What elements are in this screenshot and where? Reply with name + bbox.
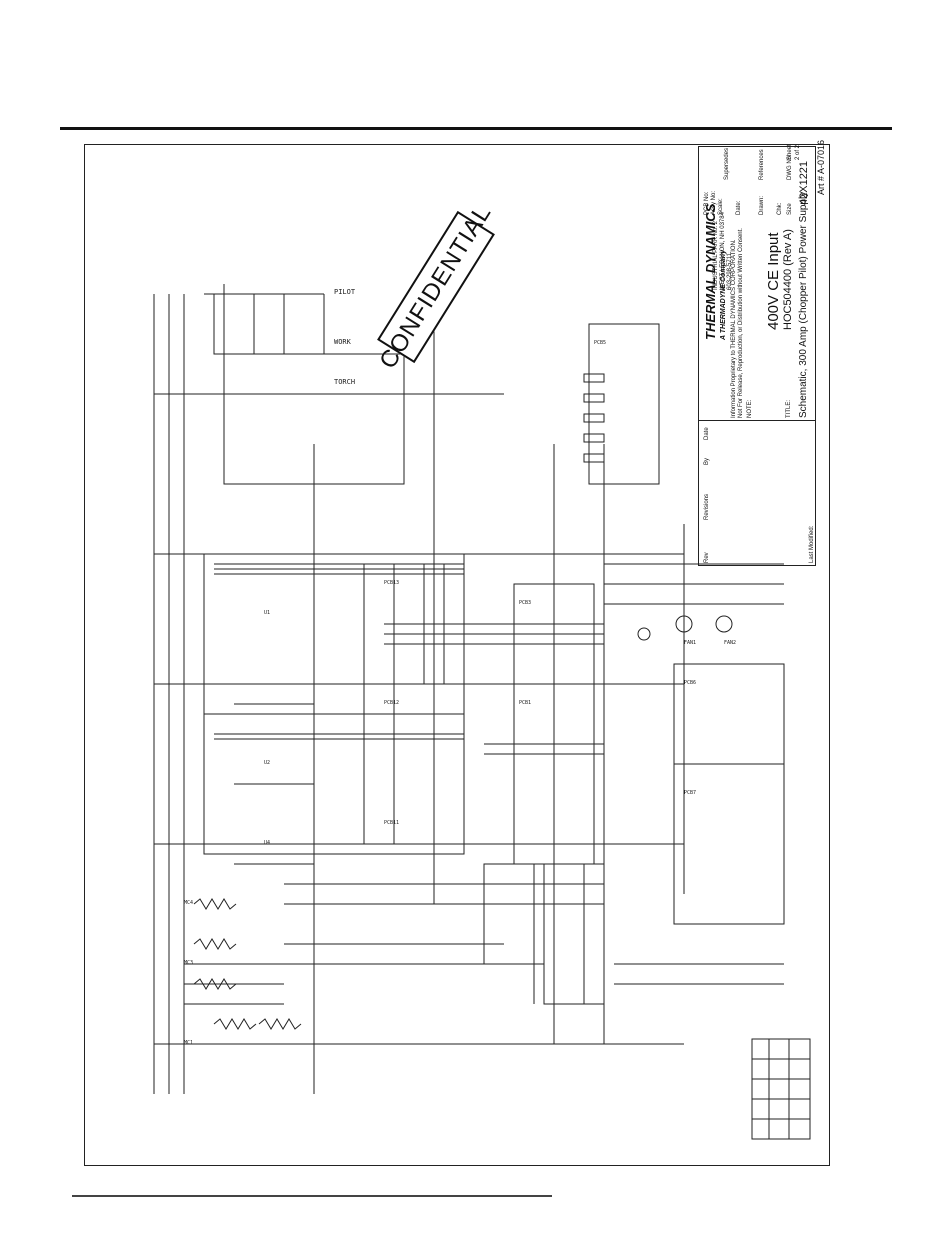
revisions-col-label: Revisions — [704, 493, 710, 520]
dwg-no-value: 42X1221 — [798, 160, 810, 205]
field-size: Size — [787, 203, 793, 215]
field-scale: Scale: — [718, 198, 724, 215]
title-line-3: Schematic, 300 Amp (Chopper Pilot) Power… — [798, 191, 809, 418]
date-col-label: Date — [704, 427, 710, 440]
field-chk: Chk: — [777, 202, 783, 215]
field-references: References — [759, 149, 765, 180]
svg-text:FAN2: FAN2 — [724, 640, 736, 646]
term-torch-label: TORCH — [334, 378, 355, 386]
svg-text:PCB13: PCB13 — [384, 580, 399, 586]
svg-text:PCB11: PCB11 — [384, 820, 399, 826]
drawing-frame — [84, 144, 830, 1166]
schematic-drawing: PILOT WORK TORCH U1 U2 U4 PCB13 PCB12 PC… — [153, 284, 811, 1140]
field-drawn: Drawn: — [759, 195, 765, 215]
svg-text:MC4: MC4 — [184, 900, 193, 906]
svg-text:PCB6: PCB6 — [684, 680, 696, 686]
note-label: NOTE: — [747, 399, 753, 418]
svg-text:MC1: MC1 — [184, 1040, 193, 1046]
svg-text:PCB1: PCB1 — [519, 700, 531, 706]
field-supersedes: Supersedes — [724, 147, 730, 180]
sheet-value: 2 of 2 — [795, 144, 801, 160]
svg-text:U4: U4 — [264, 840, 270, 846]
footer-rule — [72, 1195, 552, 1197]
last-modified-label: Last Modified: — [809, 525, 815, 563]
svg-text:PCB5: PCB5 — [594, 340, 606, 346]
svg-text:FAN1: FAN1 — [684, 640, 696, 646]
svg-text:PCB7: PCB7 — [684, 790, 696, 796]
title-label: TITLE: — [786, 399, 792, 418]
sheet-label: Sheet — [787, 144, 793, 160]
header-rule — [60, 127, 892, 130]
title-line-2: HOC504400 (Rev A) — [782, 229, 794, 330]
term-work-label: WORK — [334, 338, 352, 346]
svg-text:MC3: MC3 — [184, 960, 193, 966]
svg-text:U1: U1 — [264, 610, 270, 616]
field-date: Date: — [736, 200, 742, 215]
svg-text:PCB12: PCB12 — [384, 700, 399, 706]
term-pilot-label: PILOT — [334, 288, 356, 296]
title-block-revisions — [698, 420, 816, 566]
proprietary-line-2: Not For Release, Reproduction, or Distri… — [738, 228, 744, 418]
title-line-1: 400V CE Input — [765, 232, 782, 330]
svg-text:U2: U2 — [264, 760, 270, 766]
svg-text:PCB3: PCB3 — [519, 600, 531, 606]
rev-col-label: Rev — [704, 552, 710, 563]
art-number: Art # A-07016 — [816, 139, 826, 195]
by-col-label: By — [704, 457, 710, 465]
